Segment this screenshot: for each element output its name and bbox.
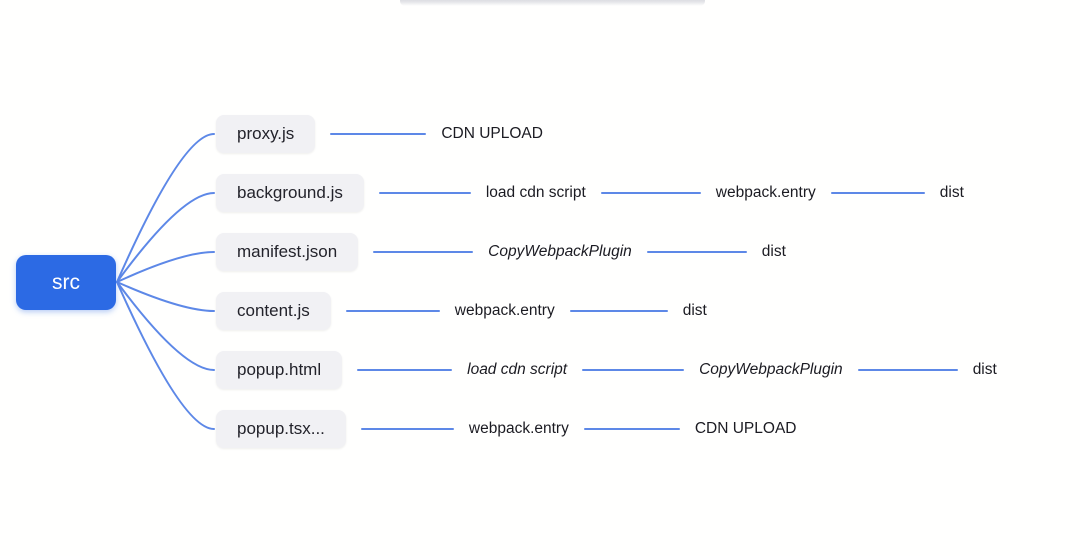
connector-line <box>569 310 668 312</box>
file-node[interactable]: manifest.json <box>216 233 359 271</box>
connector-line <box>373 251 474 253</box>
branch-row: popup.html load cdn script CopyWebpackPlug… <box>216 351 997 389</box>
file-node[interactable]: popup.html <box>216 351 343 389</box>
branch-curve <box>116 133 215 283</box>
connector-line <box>378 192 471 194</box>
connector-line <box>857 369 958 371</box>
root-node-src[interactable]: src <box>16 255 116 310</box>
step-node[interactable]: dist <box>682 302 707 319</box>
step-node[interactable]: load cdn script <box>485 184 586 201</box>
branch-curve <box>116 281 215 430</box>
branch-curve <box>116 251 215 283</box>
connector-line <box>600 192 701 194</box>
step-node[interactable]: CopyWebpackPlugin <box>699 361 843 378</box>
step-node[interactable]: webpack.entry <box>454 302 555 319</box>
branch-curve <box>116 192 215 283</box>
step-node[interactable]: webpack.entry <box>715 184 816 201</box>
branch-row: popup.tsx... webpack.entry CDN UPLOAD <box>216 410 796 448</box>
connector-line <box>330 133 427 135</box>
step-node[interactable]: CopyWebpackPlugin <box>488 243 632 260</box>
connector-line <box>830 192 925 194</box>
step-node[interactable]: CDN UPLOAD <box>694 420 797 437</box>
connector-line <box>345 310 440 312</box>
branch-curve <box>116 281 215 312</box>
step-node[interactable]: dist <box>972 361 997 378</box>
connector-line <box>582 369 685 371</box>
branch-row: manifest.json CopyWebpackPlugin dist <box>216 233 786 271</box>
branch-row: content.js webpack.entry dist <box>216 292 707 330</box>
step-node[interactable]: dist <box>939 184 964 201</box>
file-node[interactable]: content.js <box>216 292 331 330</box>
connector-line <box>360 428 454 430</box>
connector-line <box>357 369 453 371</box>
branch-row: background.js load cdn script webpack.entr… <box>216 174 964 212</box>
branch-curve <box>116 281 215 371</box>
branch-row: proxy.js CDN UPLOAD <box>216 115 543 153</box>
step-node[interactable]: dist <box>761 243 786 260</box>
connector-line <box>646 251 747 253</box>
file-node[interactable]: proxy.js <box>216 115 316 153</box>
top-panel-edge <box>400 0 705 6</box>
step-node[interactable]: webpack.entry <box>468 420 569 437</box>
file-node[interactable]: popup.tsx... <box>216 410 346 448</box>
file-node[interactable]: background.js <box>216 174 364 212</box>
step-node[interactable]: load cdn script <box>467 361 568 378</box>
step-node[interactable]: CDN UPLOAD <box>441 125 543 142</box>
connector-line <box>583 428 680 430</box>
